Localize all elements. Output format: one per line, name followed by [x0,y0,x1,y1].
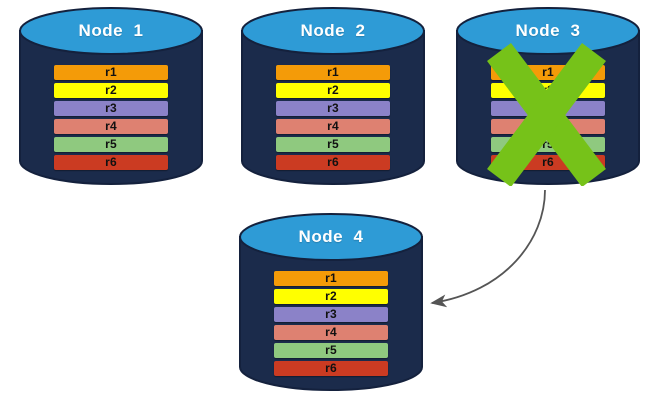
row-bar-r3[interactable]: r3 [276,101,390,116]
row-bar-r4[interactable]: r4 [491,119,605,134]
row-list: r1 r2 r3 r4 r5 r6 [54,65,168,170]
row-label: r6 [105,155,117,169]
row-bar-r1[interactable]: r1 [491,65,605,80]
row-bar-r3[interactable]: r3 [54,101,168,116]
row-label: r3 [542,101,554,115]
row-label: r5 [105,137,117,151]
row-bar-r6[interactable]: r6 [54,155,168,170]
row-label: r6 [327,155,339,169]
row-bar-r1[interactable]: r1 [54,65,168,80]
row-bar-r5[interactable]: r5 [274,343,388,358]
cylinder-top [19,7,203,55]
row-label: r5 [325,343,337,357]
row-label: r1 [542,65,554,79]
row-label: r2 [542,83,554,97]
row-label: r2 [327,83,339,97]
row-bar-r1[interactable]: r1 [276,65,390,80]
row-bar-r4[interactable]: r4 [276,119,390,134]
row-bar-r5[interactable]: r5 [54,137,168,152]
row-bar-r3[interactable]: r3 [491,101,605,116]
row-label: r4 [327,119,339,133]
row-label: r1 [325,271,337,285]
row-bar-r5[interactable]: r5 [276,137,390,152]
row-bar-r3[interactable]: r3 [274,307,388,322]
row-list: r1 r2 r3 r4 r5 r6 [276,65,390,170]
cylinder-top [456,7,640,55]
row-bar-r6[interactable]: r6 [491,155,605,170]
row-bar-r2[interactable]: r2 [54,83,168,98]
row-label: r2 [325,289,337,303]
row-label: r4 [325,325,337,339]
row-bar-r2[interactable]: r2 [491,83,605,98]
row-label: r5 [327,137,339,151]
cylinder-top [239,213,423,261]
row-label: r1 [105,65,117,79]
row-label: r3 [325,307,337,321]
row-bar-r2[interactable]: r2 [276,83,390,98]
row-bar-r6[interactable]: r6 [276,155,390,170]
row-label: r5 [542,137,554,151]
row-label: r3 [105,101,117,115]
row-label: r3 [327,101,339,115]
row-bar-r6[interactable]: r6 [274,361,388,376]
row-bar-r5[interactable]: r5 [491,137,605,152]
row-bar-r4[interactable]: r4 [274,325,388,340]
row-label: r2 [105,83,117,97]
row-label: r6 [325,361,337,375]
row-label: r4 [105,119,117,133]
row-list: r1 r2 r3 r4 r5 r6 [491,65,605,170]
row-bar-r4[interactable]: r4 [54,119,168,134]
row-list: r1 r2 r3 r4 r5 r6 [274,271,388,376]
cylinder-top [241,7,425,55]
row-label: r6 [542,155,554,169]
row-label: r1 [327,65,339,79]
row-label: r4 [542,119,554,133]
arrow-path [430,189,546,308]
row-bar-r2[interactable]: r2 [274,289,388,304]
row-bar-r1[interactable]: r1 [274,271,388,286]
